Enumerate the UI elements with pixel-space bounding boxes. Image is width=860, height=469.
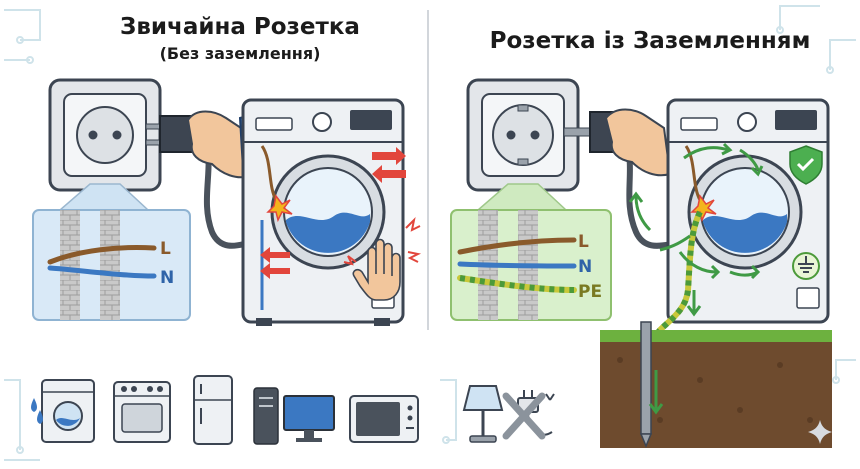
wire-label-n-left: N bbox=[160, 268, 174, 288]
no-plug-icon bbox=[506, 390, 554, 436]
hand-icon-right bbox=[606, 110, 670, 176]
wire-label-l-left: L bbox=[160, 239, 171, 259]
wire-label-n-right: N bbox=[578, 257, 592, 277]
wire-label-pe-right: PE bbox=[578, 282, 602, 302]
lamp-icon bbox=[464, 386, 502, 442]
computer-icon bbox=[254, 388, 334, 444]
refrigerator-icon bbox=[194, 376, 232, 444]
socket-grounded bbox=[468, 80, 578, 190]
socket-plain bbox=[50, 80, 160, 190]
ground-rod bbox=[641, 322, 651, 446]
wire-label-l-right: L bbox=[578, 232, 589, 252]
oven-icon bbox=[114, 382, 170, 442]
washing-machine-water-icon bbox=[31, 380, 94, 442]
ground-symbol-icon bbox=[793, 253, 819, 279]
soil-ground bbox=[600, 330, 832, 448]
microwave-icon bbox=[350, 396, 418, 442]
